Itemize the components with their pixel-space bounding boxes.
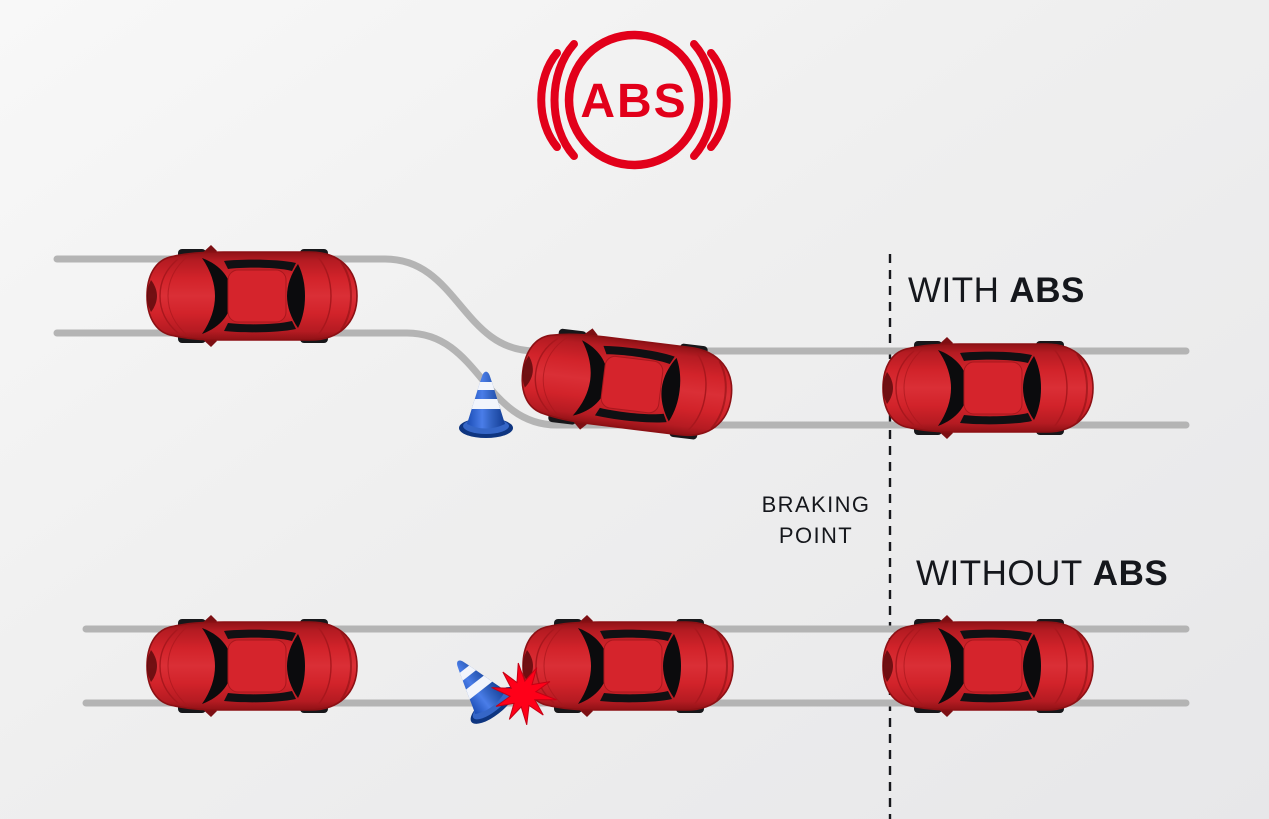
abs-logo-text: ABS [580,75,687,128]
crash-star [491,662,557,725]
braking-point-label-line2: POINT [779,523,853,548]
car-with-abs-braking [882,336,1094,440]
abs-logo: ABS [537,30,731,170]
car-with-abs-passed [146,244,358,348]
braking-point-label-line1: BRAKING [762,492,871,517]
braking-point-label: BRAKING POINT [762,492,871,548]
car-without-abs-end [146,614,358,718]
car-without-abs-braking [882,614,1094,718]
with-abs-track-upper [53,255,1190,355]
traffic-cone-fallen [437,644,520,730]
abs-logo-inner-bracket-left [550,40,578,160]
abs-logo-inner-bracket-right [690,40,718,160]
abs-logo-outer-bracket-right [707,49,731,151]
car-without-abs-crash [522,614,734,718]
abs-logo-outer-bracket-left [537,49,561,151]
abs-logo-circle [564,30,704,170]
car-with-abs-swerving [515,319,739,449]
